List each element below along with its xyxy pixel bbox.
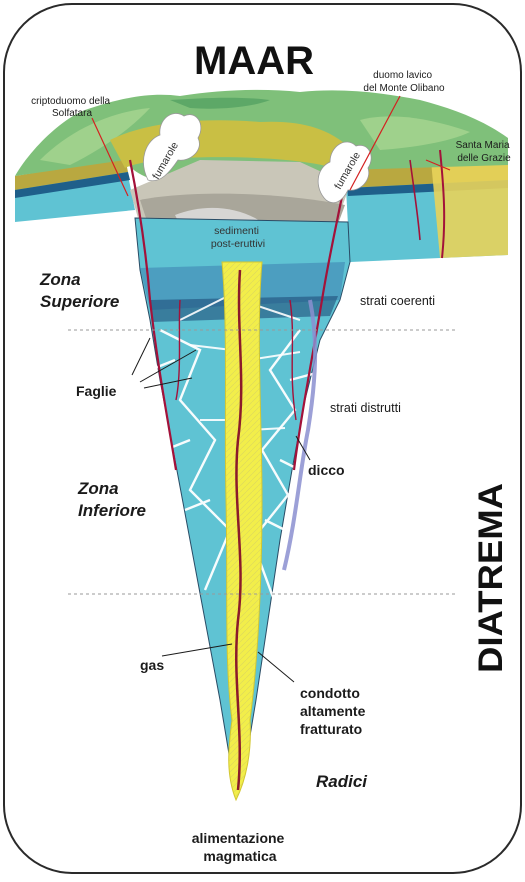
dike-label: dicco: [308, 462, 345, 478]
sediments-label: sedimenti post-eruttivi: [211, 225, 265, 250]
gas-label: gas: [140, 657, 164, 673]
conduit-label: condotto altamente fratturato: [300, 685, 369, 737]
coherent-strata-label: strati coerenti: [360, 294, 435, 308]
roots-label: Radici: [316, 772, 368, 791]
title: MAAR: [194, 39, 314, 83]
destroyed-strata-label: strati distrutti: [330, 401, 401, 415]
side-title: DIATREMA: [472, 483, 510, 673]
faults-label: Faglie: [76, 383, 117, 399]
